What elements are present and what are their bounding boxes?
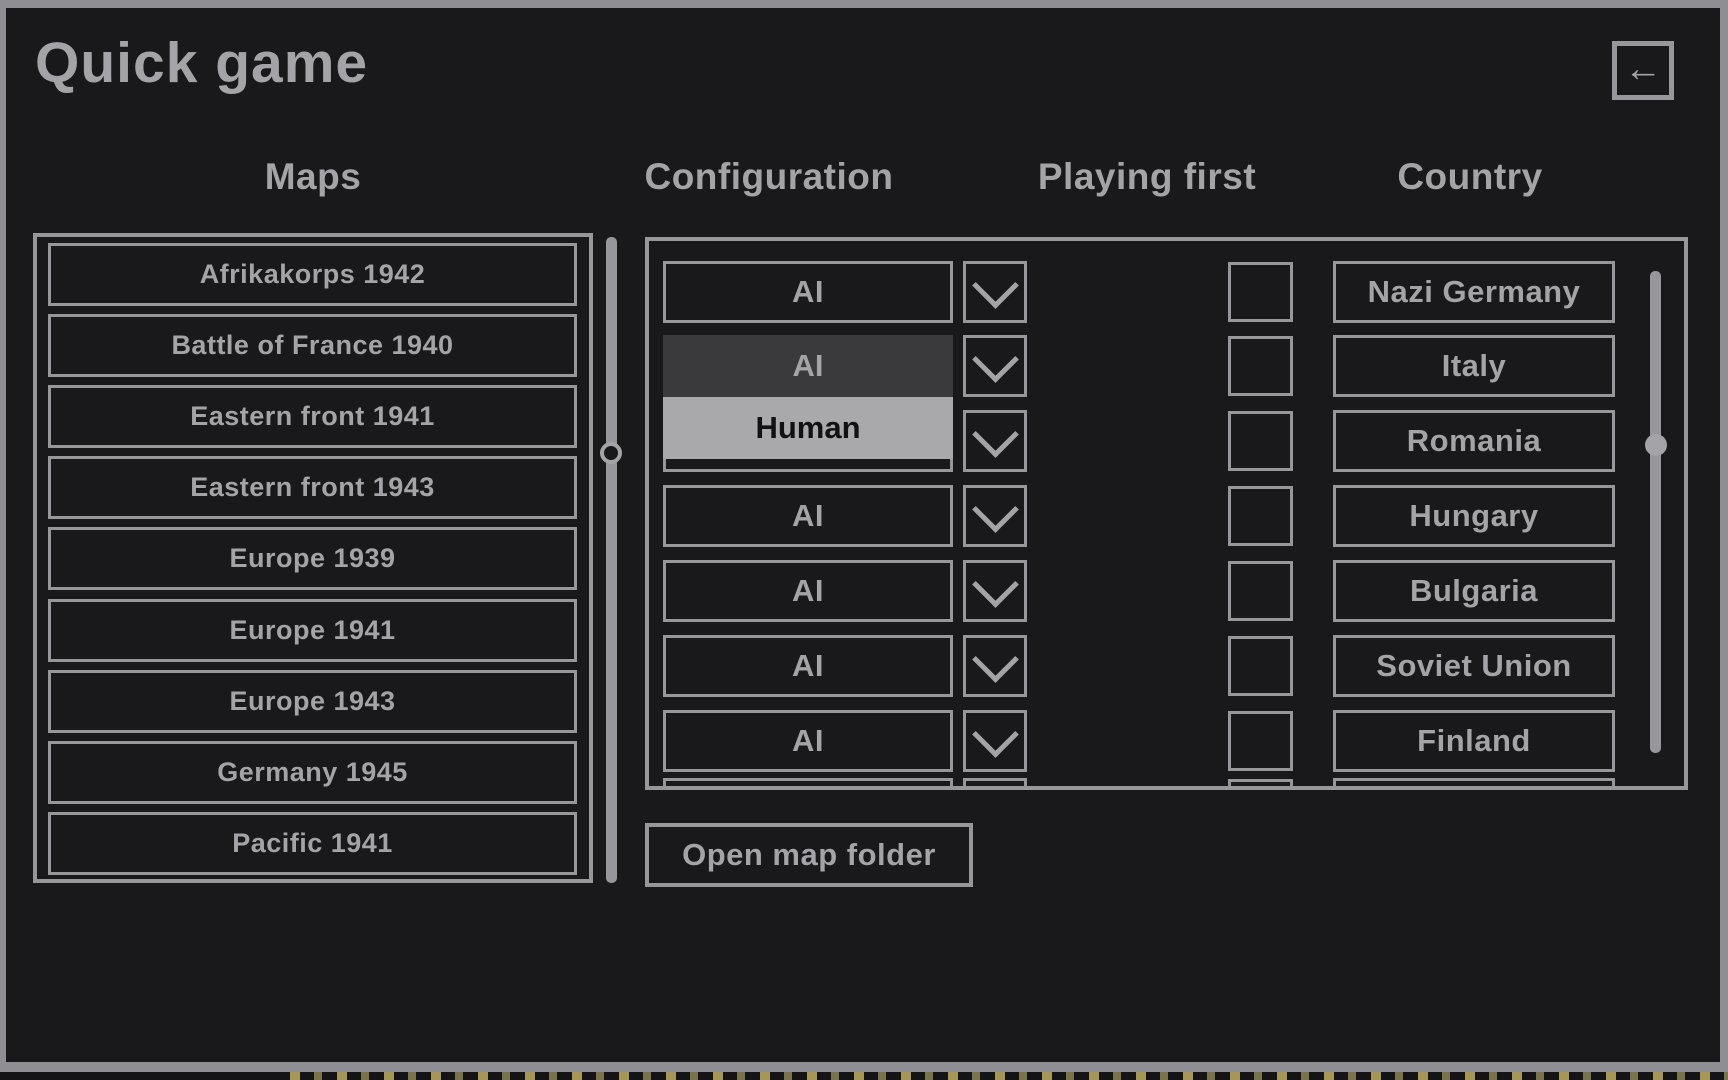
config-value-label: AI [792,573,824,608]
window-frame-left [0,0,6,1072]
playing-first-checkbox[interactable] [1228,779,1293,786]
config-dropdown-button[interactable] [963,485,1027,547]
page-title: Quick game [35,31,369,95]
config-dropdown-button[interactable] [963,261,1027,323]
maps-scrollbar-handle[interactable] [600,442,622,464]
chevron-down-icon [971,485,1019,533]
chevron-down-icon [971,410,1019,458]
map-item-label: Afrikakorps 1942 [199,259,426,289]
clipped-ui-dashes [290,1072,1728,1080]
config-dropdown-button[interactable] [963,778,1027,786]
playing-first-checkbox[interactable] [1228,561,1293,621]
config-dropdown-button[interactable] [963,335,1027,397]
map-item-label: Europe 1941 [229,615,396,645]
window-frame-right [1720,0,1728,1072]
country-label: Hungary [1409,498,1539,533]
country-scrollbar[interactable] [1650,271,1661,753]
header-maps: Maps [264,156,362,197]
country-label: Soviet Union [1376,648,1572,683]
config-value-box[interactable]: AI [663,710,953,772]
map-item[interactable]: Europe 1943 [48,670,577,733]
country-button[interactable]: Romania [1333,410,1615,472]
back-button[interactable]: ← [1612,41,1674,100]
window-frame-top [0,0,1728,8]
country-label: Finland [1417,723,1531,758]
map-item[interactable]: Pacific 1941 [48,812,577,875]
map-item[interactable]: Germany 1945 [48,741,577,804]
config-value-box[interactable]: AI [663,261,953,323]
map-item-label: Europe 1943 [229,686,396,716]
playing-first-checkbox[interactable] [1228,262,1293,322]
map-item[interactable]: Battle of France 1940 [48,314,577,377]
config-value-label: AI [792,498,824,533]
map-item[interactable]: Eastern front 1943 [48,456,577,519]
dropdown-option-human[interactable]: Human [663,397,953,459]
playing-first-checkbox[interactable] [1228,636,1293,696]
chevron-down-icon [971,560,1019,608]
header-playing-first: Playing first [1037,156,1257,197]
playing-first-checkbox[interactable] [1228,336,1293,396]
map-item[interactable]: Europe 1941 [48,599,577,662]
country-button[interactable]: Hungary [1333,485,1615,547]
config-value-label: AI [792,723,824,758]
playing-first-checkbox[interactable] [1228,711,1293,771]
chevron-down-icon [971,335,1019,383]
left-arrow-icon: ← [1624,47,1662,90]
maps-scrollbar[interactable] [606,237,617,883]
country-button[interactable]: Finland [1333,710,1615,772]
config-dropdown-button[interactable] [963,635,1027,697]
map-item-label: Europe 1939 [229,543,396,573]
country-button[interactable]: Italy [1333,335,1615,397]
config-value-box[interactable]: AI [663,635,953,697]
map-item[interactable]: Eastern front 1941 [48,385,577,448]
config-value-box[interactable]: AI [663,560,953,622]
map-item-label: Pacific 1941 [232,828,393,858]
map-item[interactable]: Afrikakorps 1942 [48,243,577,306]
dropdown-option-ai[interactable]: AI [663,335,953,397]
config-value-label: AI [792,274,824,309]
country-button[interactable]: Nazi Germany [1333,261,1615,323]
map-item[interactable]: Europe 1939 [48,527,577,590]
config-value-box[interactable] [663,778,953,786]
country-label: Bulgaria [1409,573,1539,608]
clipped-ui-sliver [0,1072,1728,1080]
country-label: Nazi Germany [1367,274,1581,309]
country-scrollbar-handle[interactable] [1645,434,1667,456]
header-configuration: Configuration [644,156,894,197]
config-value-label: AI [792,648,824,683]
chevron-down-icon [971,261,1019,309]
playing-first-checkbox[interactable] [1228,411,1293,471]
country-button[interactable]: Bulgaria [1333,560,1615,622]
country-button[interactable] [1333,778,1615,786]
open-map-folder-button[interactable]: Open map folder [645,823,973,887]
playing-first-checkbox[interactable] [1228,486,1293,546]
config-dropdown-button[interactable] [963,560,1027,622]
config-dropdown-button[interactable] [963,410,1027,472]
config-dropdown-button[interactable] [963,710,1027,772]
header-country: Country [1397,156,1543,197]
country-label: Italy [1441,348,1507,383]
map-item-label: Eastern front 1943 [190,472,435,502]
map-item-label: Germany 1945 [217,757,408,787]
map-item-label: Battle of France 1940 [171,330,454,360]
config-value-box[interactable]: AI [663,485,953,547]
map-item-label: Eastern front 1941 [190,401,435,431]
chevron-down-icon [971,710,1019,758]
chevron-down-icon [971,778,1019,786]
window-frame-bottom [0,1062,1728,1072]
country-label: Romania [1406,423,1542,458]
country-button[interactable]: Soviet Union [1333,635,1615,697]
chevron-down-icon [971,635,1019,683]
